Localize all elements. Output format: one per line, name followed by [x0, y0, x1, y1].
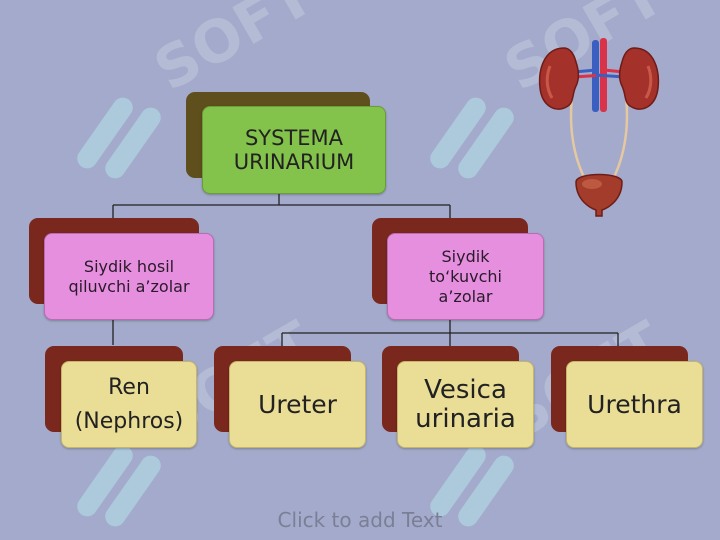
leaf-vesica-line1: Vesica	[424, 374, 507, 405]
leaf-vesica-box[interactable]: Vesica urinaria	[397, 361, 534, 448]
root-box[interactable]: SYSTEMA URINARIUM	[202, 106, 386, 194]
kidney-right-icon	[618, 47, 660, 110]
branch-left-line1: Siydik hosil	[83, 256, 175, 276]
kidney-left-icon	[538, 47, 580, 110]
root-label-line2: URINARIUM	[233, 150, 355, 174]
leaf-vesica-line2: urinaria	[415, 403, 516, 434]
branch-left-box[interactable]: Siydik hosil qiluvchi a’zolar	[44, 233, 214, 320]
leaf-ren-line1: Ren	[108, 374, 150, 400]
leaf-ureter-box[interactable]: Ureter	[229, 361, 366, 448]
add-text-placeholder[interactable]: Click to add Text	[277, 508, 443, 532]
leaf-urethra-line1: Urethra	[587, 389, 682, 419]
branch-right-line1: Siydik	[441, 246, 490, 266]
root-label-line1: SYSTEMA	[244, 126, 344, 150]
branch-right-line2: to‘kuvchi	[429, 266, 502, 286]
leaf-ureter-line1: Ureter	[258, 389, 337, 419]
leaf-ren-line2: (Nephros)	[74, 408, 184, 434]
leaf-urethra-box[interactable]: Urethra	[566, 361, 703, 448]
branch-right-line3: a’zolar	[438, 286, 493, 306]
branch-right-box[interactable]: Siydik to‘kuvchi a’zolar	[387, 233, 544, 320]
urinary-system-illustration[interactable]	[534, 36, 664, 222]
leaf-ren-box[interactable]: Ren (Nephros)	[61, 361, 197, 448]
ureter-left-icon	[569, 81, 592, 189]
branch-left-line2: qiluvchi a’zolar	[68, 276, 190, 296]
ureter-right-icon	[606, 81, 629, 189]
